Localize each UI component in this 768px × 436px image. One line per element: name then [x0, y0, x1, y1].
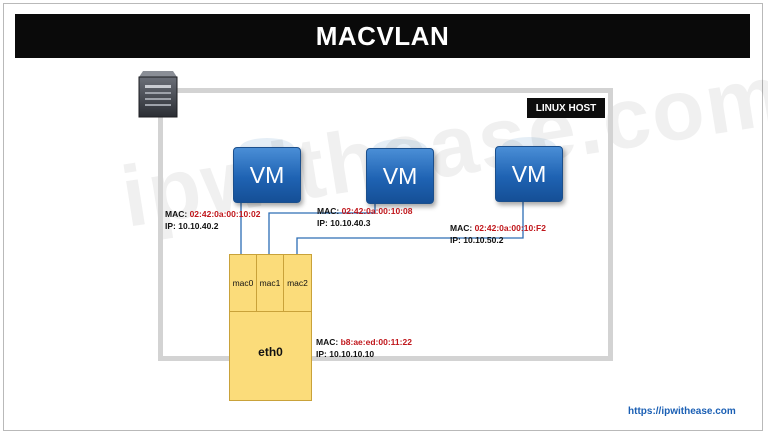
mac2-label: mac2 — [287, 278, 308, 288]
eth0-mac: b8:ae:ed:00:11:22 — [340, 337, 412, 347]
vm-3-label: VM — [511, 160, 547, 187]
vm-3-mac-label: MAC: — [450, 223, 473, 233]
subinterface-mac1: mac1 — [256, 254, 284, 312]
vm-1-info: MAC: 02:42:0a:00:10:02 IP: 10.10.40.2 — [165, 208, 260, 232]
vm-2-mac-line: MAC: 02:42:0a:00:10:08 — [317, 205, 412, 217]
vm-3-info: MAC: 02:42:0a:00:10:F2 IP: 10.10.50.2 — [450, 222, 546, 246]
vm-2-mac-label: MAC: — [317, 206, 340, 216]
mac0-label: mac0 — [232, 278, 254, 288]
vm-1-mac-label: MAC: — [165, 209, 188, 219]
vm-1-label: VM — [249, 161, 285, 188]
source-url: https://ipwithease.com — [628, 406, 736, 417]
server-icon — [138, 71, 178, 118]
title-bar: MACVLAN — [15, 14, 750, 58]
vm-1-ip-label: IP: — [165, 221, 176, 231]
linux-host-box — [158, 88, 613, 361]
eth0-ip-label: IP: — [316, 349, 327, 359]
vm-1-mac-line: MAC: 02:42:0a:00:10:02 — [165, 208, 260, 220]
vm-2-ip-label: IP: — [317, 218, 328, 228]
subinterface-mac0: mac0 — [229, 254, 257, 312]
vm-1: VM — [233, 138, 301, 203]
eth0-mac-line: MAC: b8:ae:ed:00:11:22 — [316, 336, 412, 348]
vm-1-ip-line: IP: 10.10.40.2 — [165, 220, 260, 232]
eth0-ip: 10.10.10.10 — [329, 349, 375, 359]
vm-3-ip-line: IP: 10.10.50.2 — [450, 234, 546, 246]
vm-1-ip: 10.10.40.2 — [178, 221, 219, 231]
vm-2-ip-line: IP: 10.10.40.3 — [317, 217, 412, 229]
vm-3-ip-label: IP: — [450, 235, 461, 245]
mac1-label: mac1 — [259, 278, 281, 288]
eth0-info: MAC: b8:ae:ed:00:11:22 IP: 10.10.10.10 — [316, 336, 412, 360]
vm-2-mac: 02:42:0a:00:10:08 — [341, 206, 413, 216]
subinterface-mac2: mac2 — [283, 254, 312, 312]
title-text: MACVLAN — [315, 20, 450, 51]
vm-2-label: VM — [382, 162, 418, 189]
eth0-label: eth0 — [258, 345, 283, 359]
vm-2: VM — [366, 139, 434, 204]
eth0-ip-line: IP: 10.10.10.10 — [316, 348, 412, 360]
vm-2-ip: 10.10.40.3 — [330, 218, 371, 228]
host-label-text: LINUX HOST — [535, 102, 597, 114]
vm-3-mac: 02:42:0a:00:10:F2 — [474, 223, 546, 233]
vm-3: VM — [495, 137, 563, 202]
vm-3-ip: 10.10.50.2 — [463, 235, 504, 245]
vm-1-mac: 02:42:0a:00:10:02 — [189, 209, 261, 219]
vm-2-info: MAC: 02:42:0a:00:10:08 IP: 10.10.40.3 — [317, 205, 412, 229]
linux-host-label: LINUX HOST — [527, 98, 605, 118]
eth0-mac-label: MAC: — [316, 337, 339, 347]
vm-3-mac-line: MAC: 02:42:0a:00:10:F2 — [450, 222, 546, 234]
diagram-frame — [3, 3, 763, 431]
